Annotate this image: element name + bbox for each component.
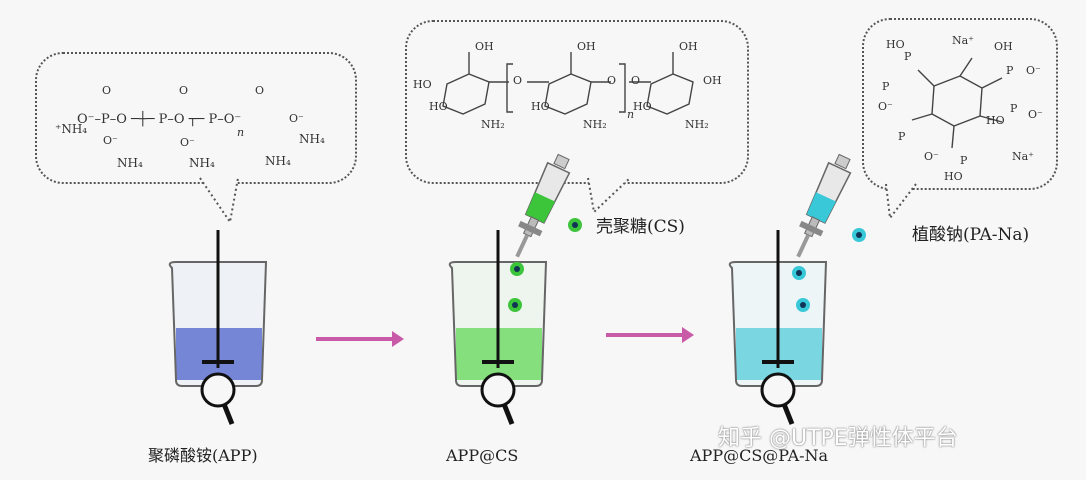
- pa-bubble-tail: [885, 183, 917, 221]
- arrow-step-2: [606, 327, 694, 343]
- cs-oh-right: OH: [703, 74, 722, 87]
- app-nh4-1: NH₄: [117, 156, 143, 170]
- phytate-label: 植酸钠(PA-Na): [912, 225, 1030, 245]
- pa-p-1: P: [904, 50, 912, 63]
- app-o-minus-2: O⁻: [180, 136, 195, 149]
- pa-o-minus-3: O⁻: [924, 150, 939, 163]
- pa-droplet-2: [796, 298, 810, 312]
- cs-n-subscript: n: [627, 108, 635, 121]
- cs-ring-drawing: [442, 52, 694, 115]
- app-cs-label: APP@CS: [446, 446, 519, 465]
- pa-p-6: P: [960, 154, 968, 167]
- beaker-app-cs-pa: [728, 230, 828, 425]
- beaker-app-cs: [448, 230, 548, 425]
- cs-ho-4: HO: [633, 100, 652, 113]
- cs-oh-1: OH: [475, 40, 494, 53]
- app-o-minus-1: O⁻: [103, 134, 118, 147]
- app-backbone: O⁻–P–O ─┼─ P–O ┬─ P–O⁻: [77, 112, 242, 127]
- app-o-minus-3: O⁻: [289, 112, 304, 125]
- app-label: 聚磷酸铵(APP): [148, 446, 258, 465]
- cs-ho-2: HO: [429, 100, 448, 113]
- app-o-top-1: O: [102, 84, 112, 97]
- cs-structure-bubble: OH OH OH HO HO HO HO NH₂ NH₂ NH₂ O O O n…: [405, 20, 749, 184]
- pa-na-1: Na⁺: [952, 34, 974, 47]
- app-nh4-left: ⁺NH₄: [55, 122, 88, 136]
- cs-nh2-3: NH₂: [685, 118, 709, 131]
- pa-p-2: P: [1006, 64, 1014, 77]
- pa-p-4: P: [1010, 102, 1018, 115]
- chitosan-label: 壳聚糖(CS): [596, 217, 685, 237]
- pa-o-minus-2: O⁻: [878, 100, 893, 113]
- funnel-cs: [515, 153, 571, 258]
- zhihu-watermark: 知乎 @UTPE弹性体平台: [718, 426, 958, 451]
- app-nh4-3: NH₄: [265, 154, 291, 168]
- app-cs-pa-label: APP@CS@PA-Na: [690, 446, 829, 465]
- cs-droplet-1: [510, 262, 524, 276]
- cs-nh2-1: NH₂: [481, 118, 505, 131]
- pa-droplet-legend: [852, 228, 866, 242]
- pa-p-3: P: [882, 80, 890, 93]
- pa-ho-1: HO: [886, 38, 905, 51]
- cs-droplet-2: [508, 298, 522, 312]
- pa-ho-3: HO: [944, 170, 963, 183]
- funnel-pa: [796, 153, 852, 258]
- pa-droplet-1: [792, 266, 806, 280]
- app-n-subscript: n: [237, 126, 245, 139]
- pa-o-minus-1: O⁻: [1026, 64, 1041, 77]
- cs-nh2-2: NH₂: [583, 118, 607, 131]
- cs-oh-2: OH: [577, 40, 596, 53]
- app-o-top-3: O: [255, 84, 265, 97]
- pa-structure-bubble: Na⁺ Na⁺ OH HO HO HO P P P P P P O⁻ O⁻ O⁻…: [862, 18, 1058, 190]
- pa-oh: OH: [994, 40, 1013, 53]
- app-nh4-4: NH₄: [299, 132, 325, 146]
- cs-o-3: O: [631, 74, 641, 87]
- cs-bubble-tail: [587, 177, 631, 215]
- pa-na-2: Na⁺: [1012, 150, 1034, 163]
- beaker-app: [168, 230, 268, 425]
- pa-ho-2: HO: [986, 114, 1005, 127]
- app-structure-bubble: O O O O⁻–P–O ─┼─ P–O ┬─ P–O⁻ n ⁺NH₄ O⁻ O…: [35, 52, 357, 184]
- pa-o-minus-4: O⁻: [1028, 108, 1043, 121]
- cs-oh-3: OH: [679, 40, 698, 53]
- app-bubble-tail: [199, 177, 239, 225]
- cs-droplet-legend: [568, 218, 582, 232]
- cs-ho-3: HO: [531, 100, 550, 113]
- arrow-step-1: [316, 331, 404, 347]
- app-nh4-2: NH₄: [189, 156, 215, 170]
- pa-p-5: P: [898, 130, 906, 143]
- cs-ho-1: HO: [413, 78, 432, 91]
- cs-o-2: O: [607, 74, 617, 87]
- pa-ring-drawing: [911, 57, 1003, 149]
- app-o-top-2: O: [179, 84, 189, 97]
- cs-o-1: O: [513, 74, 523, 87]
